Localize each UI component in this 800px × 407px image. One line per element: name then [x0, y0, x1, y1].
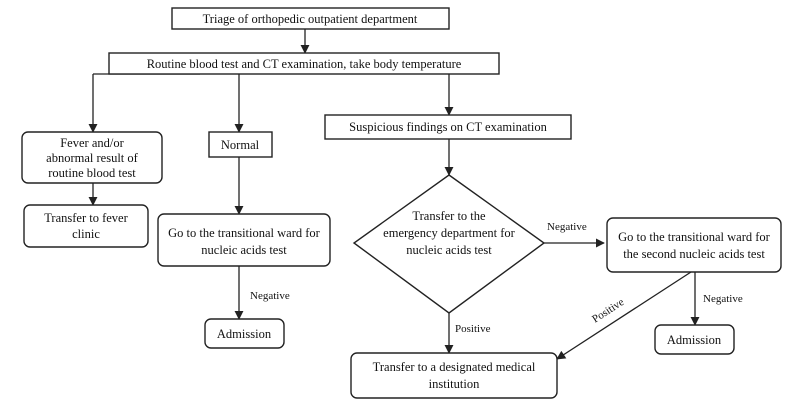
- node-admission-right: Admission: [654, 324, 735, 355]
- edge-label-negative-right: Negative: [703, 293, 743, 305]
- node-normal: Normal: [208, 131, 273, 158]
- edge-second-designated: [556, 271, 692, 360]
- node-triage-label: Triage of orthopedic outpatient departme…: [203, 12, 418, 26]
- node-emergency-decision: Transfer to the emergency department for…: [352, 174, 546, 314]
- node-designated-line-2: institution: [429, 377, 480, 391]
- node-normal-label: Normal: [221, 138, 260, 152]
- node-fever-line-1: Fever and/or: [60, 136, 124, 150]
- node-admission-left: Admission: [204, 318, 285, 349]
- node-designated-line-1: Transfer to a designated medical: [373, 360, 536, 374]
- node-fever-line-3: routine blood test: [48, 166, 136, 180]
- node-emergency-line-1: Transfer to the: [412, 209, 486, 223]
- node-second-test-line-1: Go to the transitional ward for: [618, 230, 771, 244]
- node-fever: Fever and/or abnormal result of routine …: [21, 131, 163, 184]
- edge-label-negative-mid: Negative: [547, 221, 587, 233]
- node-admission-right-label: Admission: [667, 333, 722, 347]
- node-fever-line-2: abnormal result of: [46, 151, 138, 165]
- node-routine-label: Routine blood test and CT examination, t…: [147, 57, 462, 71]
- node-admission-left-label: Admission: [217, 327, 272, 341]
- edge-label-positive-mid: Positive: [455, 323, 491, 335]
- node-emergency-line-3: nucleic acids test: [406, 243, 492, 257]
- node-suspicious: Suspicious findings on CT examination: [324, 114, 572, 140]
- node-fever-clinic-line-2: clinic: [72, 227, 100, 241]
- node-transitional-ward-line-1: Go to the transitional ward for: [168, 226, 321, 240]
- node-routine: Routine blood test and CT examination, t…: [108, 52, 500, 75]
- node-triage: Triage of orthopedic outpatient departme…: [171, 7, 450, 30]
- node-transitional-ward: Go to the transitional ward for nucleic …: [157, 213, 331, 267]
- node-second-test: Go to the transitional ward for the seco…: [606, 217, 782, 273]
- node-suspicious-label: Suspicious findings on CT examination: [349, 120, 547, 134]
- edge-label-positive-right: Positive: [590, 296, 626, 325]
- node-transitional-ward-line-2: nucleic acids test: [201, 243, 287, 257]
- node-second-test-line-2: the second nucleic acids test: [623, 247, 765, 261]
- node-fever-clinic: Transfer to fever clinic: [23, 204, 149, 248]
- node-fever-clinic-line-1: Transfer to fever: [44, 211, 128, 225]
- node-emergency-line-2: emergency department for: [383, 226, 515, 240]
- node-designated: Transfer to a designated medical institu…: [350, 352, 558, 399]
- edge-label-negative-left: Negative: [250, 290, 290, 302]
